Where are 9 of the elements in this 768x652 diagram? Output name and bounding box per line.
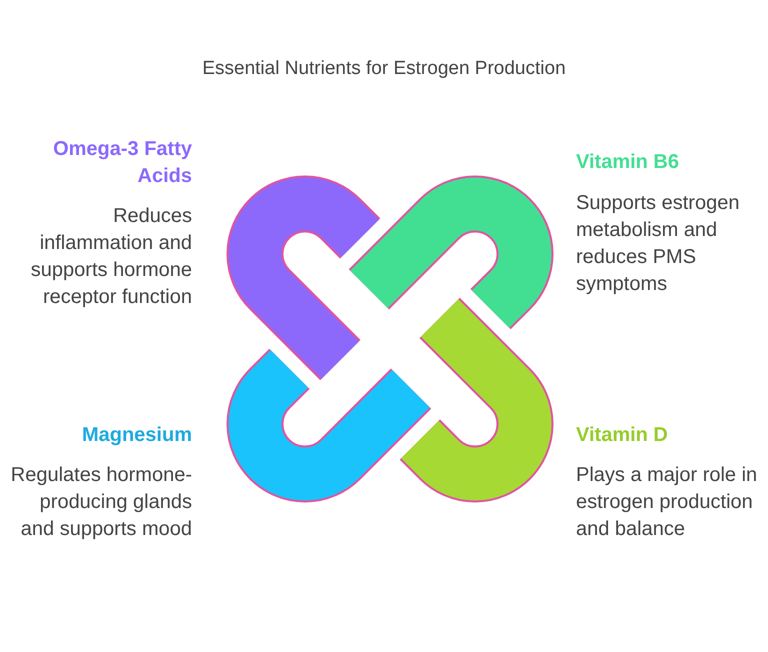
item-description: Reduces inflammation and supports hormone receptor function (30, 204, 192, 310)
item-heading: Magnesium (80, 423, 192, 448)
item-description: Supports estrogen metabolism and reduces PMS symptoms (576, 191, 740, 297)
item-description: Plays a major role in estrogen production and balance (576, 463, 758, 542)
item-heading: Vitamin D (576, 423, 669, 448)
item-description: Regulates hormone-producing glands and supports mood (10, 463, 192, 542)
item-heading: Vitamin B6 (576, 150, 680, 175)
item-heading: Omega-3 Fatty Acids (52, 137, 192, 189)
diagram-title: Essential Nutrients for Estrogen Production (201, 57, 567, 81)
